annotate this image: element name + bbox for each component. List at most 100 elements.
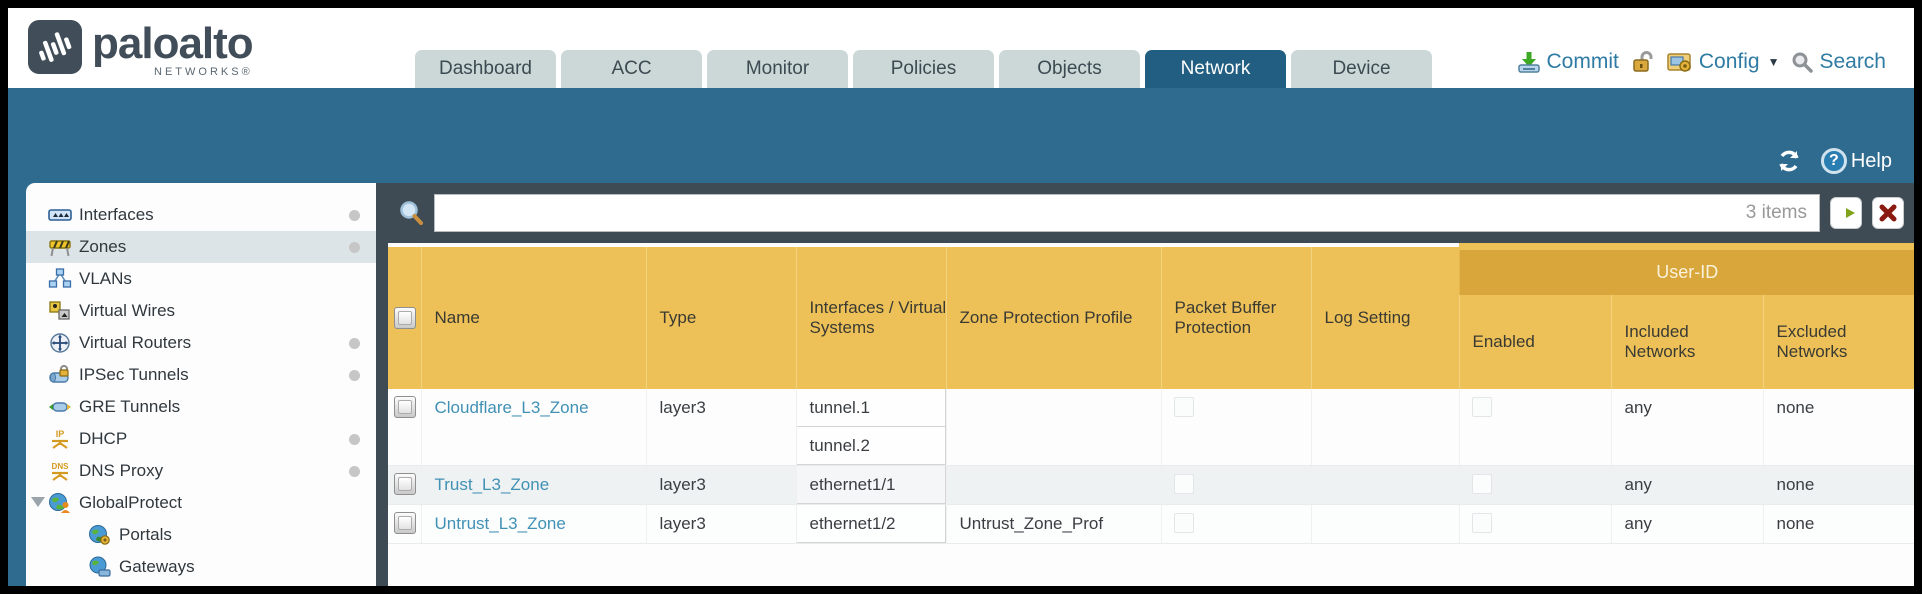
left-gutter: [8, 183, 26, 586]
refresh-icon[interactable]: [1775, 147, 1803, 175]
dhcp-icon: IP: [52, 429, 68, 449]
help-label: Help: [1850, 149, 1892, 172]
sidebar-item-portals[interactable]: Portals: [26, 519, 376, 551]
search-link[interactable]: Search: [1791, 50, 1886, 74]
col-header-interfaces[interactable]: Interfaces / Virtual Systems: [796, 246, 947, 389]
zone-type: layer3: [659, 513, 706, 533]
interface-item: ethernet1/1: [797, 465, 947, 504]
col-header-zone-protection-profile[interactable]: Zone Protection Profile: [946, 246, 1162, 389]
packet-buffer-checkbox: [1174, 512, 1195, 533]
col-header-type[interactable]: Type: [646, 246, 797, 389]
table-empty-area: [387, 543, 1914, 586]
dns-proxy-icon: DNS: [52, 462, 69, 481]
interface-item: ethernet1/2: [797, 504, 947, 543]
tab-network[interactable]: Network: [1145, 50, 1286, 88]
sidebar-divider: [375, 183, 388, 586]
apply-filter-button[interactable]: [1830, 197, 1862, 229]
logo-sub-text: NETWORKS®: [154, 66, 253, 78]
gre-tunnels-icon: [49, 402, 71, 412]
zone-name-link[interactable]: Trust_L3_Zone: [434, 474, 550, 494]
tab-policies[interactable]: Policies: [853, 50, 994, 88]
col-header-excluded-networks[interactable]: Excluded Networks: [1763, 294, 1914, 389]
status-dot: [348, 209, 360, 221]
vlans-icon: [48, 268, 72, 288]
ipsec-tunnels-icon: [49, 365, 69, 383]
enabled-checkbox: [1472, 512, 1493, 533]
excluded-networks: none: [1776, 513, 1815, 533]
packet-buffer-checkbox: [1174, 473, 1195, 494]
logo-brand-text: paloalto: [92, 19, 254, 68]
virtual-routers-icon: [50, 333, 70, 353]
interface-item: tunnel.1: [797, 388, 947, 427]
col-header-name[interactable]: Name: [421, 246, 647, 389]
svg-text:IP: IP: [56, 429, 65, 439]
sidebar-item-gateways[interactable]: Gateways: [26, 551, 376, 583]
sidebar-item-ipsec-tunnels[interactable]: IPSec Tunnels: [26, 359, 376, 391]
commit-label: Commit: [1546, 50, 1619, 73]
tab-device[interactable]: Device: [1291, 50, 1432, 88]
interface-item: tunnel.2: [797, 426, 947, 465]
help-button[interactable]: ? Help: [1820, 148, 1892, 174]
tab-monitor[interactable]: Monitor: [707, 50, 848, 88]
col-header-log-setting[interactable]: Log Setting: [1311, 246, 1460, 389]
tab-objects[interactable]: Objects: [999, 50, 1140, 88]
status-dot: [348, 241, 360, 253]
help-icon: ?: [1820, 148, 1847, 174]
row-checkbox[interactable]: [393, 511, 416, 534]
portals-icon: [89, 525, 110, 545]
table-row: Trust_L3_Zone layer3 ethernet1/1 any non…: [387, 465, 1914, 505]
sidebar-item-zones[interactable]: Zones: [26, 231, 376, 263]
sidebar-item-virtual-routers[interactable]: Virtual Routers: [26, 327, 376, 359]
col-group-user-id: User-ID: [1459, 243, 1914, 295]
expand-triangle-icon[interactable]: [31, 497, 45, 507]
included-networks: any: [1624, 513, 1652, 533]
sidebar-item-dns-proxy[interactable]: DNS DNS Proxy: [26, 455, 376, 487]
filter-input[interactable]: [434, 195, 1746, 231]
config-icon: [1667, 53, 1691, 72]
close-icon: [1879, 204, 1897, 222]
col-header-packet-buffer-protection[interactable]: Packet Buffer Protection: [1161, 246, 1312, 389]
enabled-checkbox: [1472, 473, 1493, 494]
select-all-checkbox[interactable]: [393, 306, 416, 329]
table-row: Untrust_L3_Zone layer3 ethernet1/2 Untru…: [387, 504, 1914, 544]
zone-name-link[interactable]: Untrust_L3_Zone: [434, 513, 566, 533]
globalprotect-icon: [49, 493, 70, 513]
row-checkbox[interactable]: [393, 395, 416, 418]
clear-filter-button[interactable]: [1872, 197, 1904, 229]
excluded-networks: none: [1776, 474, 1815, 494]
filter-search-icon: [400, 201, 423, 225]
select-all-header: [387, 246, 422, 389]
sidebar-item-interfaces[interactable]: Interfaces: [26, 199, 376, 231]
zone-name-link[interactable]: Cloudflare_L3_Zone: [434, 397, 589, 417]
filter-bar: 3 items: [387, 183, 1914, 243]
included-networks: any: [1624, 397, 1652, 417]
row-checkbox[interactable]: [393, 472, 416, 495]
zones-icon: [49, 240, 71, 257]
sidebar-item-virtual-wires[interactable]: Virtual Wires: [26, 295, 376, 327]
gateways-icon: [89, 556, 111, 577]
tab-dashboard[interactable]: Dashboard: [415, 50, 556, 88]
col-header-included-networks[interactable]: Included Networks: [1611, 294, 1764, 389]
col-header-enabled[interactable]: Enabled: [1459, 294, 1612, 389]
zones-table: Name Type Interfaces / Virtual Systems Z…: [387, 243, 1914, 544]
sidebar-item-gre-tunnels[interactable]: GRE Tunnels: [26, 391, 376, 423]
sub-header-band: ? Help: [8, 88, 1914, 183]
included-networks: any: [1624, 474, 1652, 494]
unlock-icon[interactable]: [1631, 50, 1655, 74]
tab-acc[interactable]: ACC: [561, 50, 702, 88]
filter-input-box: 3 items: [433, 194, 1820, 232]
commit-button[interactable]: Commit: [1517, 50, 1619, 74]
config-menu[interactable]: Config ▼: [1667, 50, 1779, 74]
zone-type: layer3: [659, 397, 706, 417]
zone-protection-profile: Untrust_Zone_Prof: [959, 513, 1104, 533]
config-label: Config: [1698, 50, 1760, 73]
sidebar-item-globalprotect[interactable]: GlobalProtect: [26, 487, 376, 519]
sidebar-item-vlans[interactable]: VLANs: [26, 263, 376, 295]
paloalto-logo: paloalto NETWORKS®: [28, 19, 254, 78]
sidebar-item-dhcp[interactable]: IP DHCP: [26, 423, 376, 455]
commit-icon: [1517, 52, 1540, 73]
table-row: Cloudflare_L3_Zone layer3 tunnel.1 tunne…: [387, 388, 1914, 466]
status-dot: [348, 465, 360, 477]
status-dot: [348, 369, 360, 381]
zones-panel: 3 items: [387, 183, 1914, 586]
